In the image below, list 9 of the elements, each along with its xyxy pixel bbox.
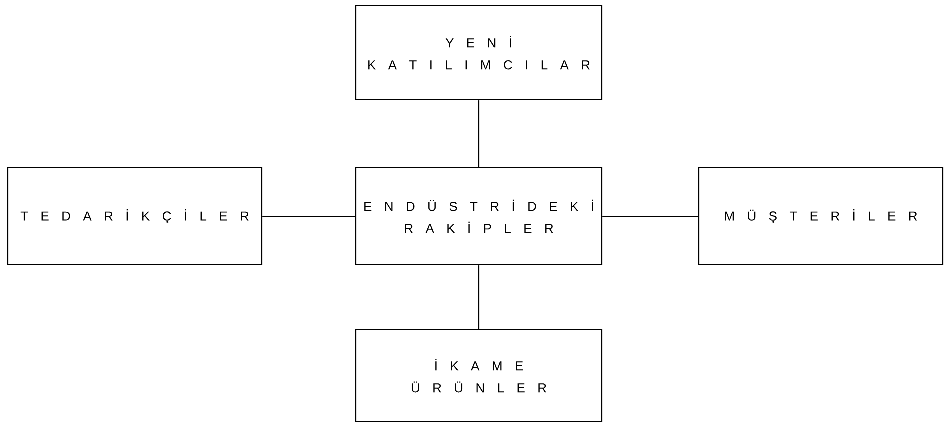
text-box: E N D Ü S T R İ D E K İ R A K İ P L E R (355, 167, 603, 266)
connector-line (478, 266, 480, 330)
text-box: M Ü Ş T E R İ L E R (698, 167, 944, 266)
text-box: İ K A M E Ü R Ü N L E R (355, 329, 603, 423)
connector-line (602, 216, 698, 218)
text-box: Y E N İ K A T I L I M C I L A R (355, 5, 603, 101)
connector-line (262, 216, 356, 218)
text-box: T E D A R İ K Ç İ L E R (7, 167, 263, 266)
connector-line (478, 100, 480, 168)
